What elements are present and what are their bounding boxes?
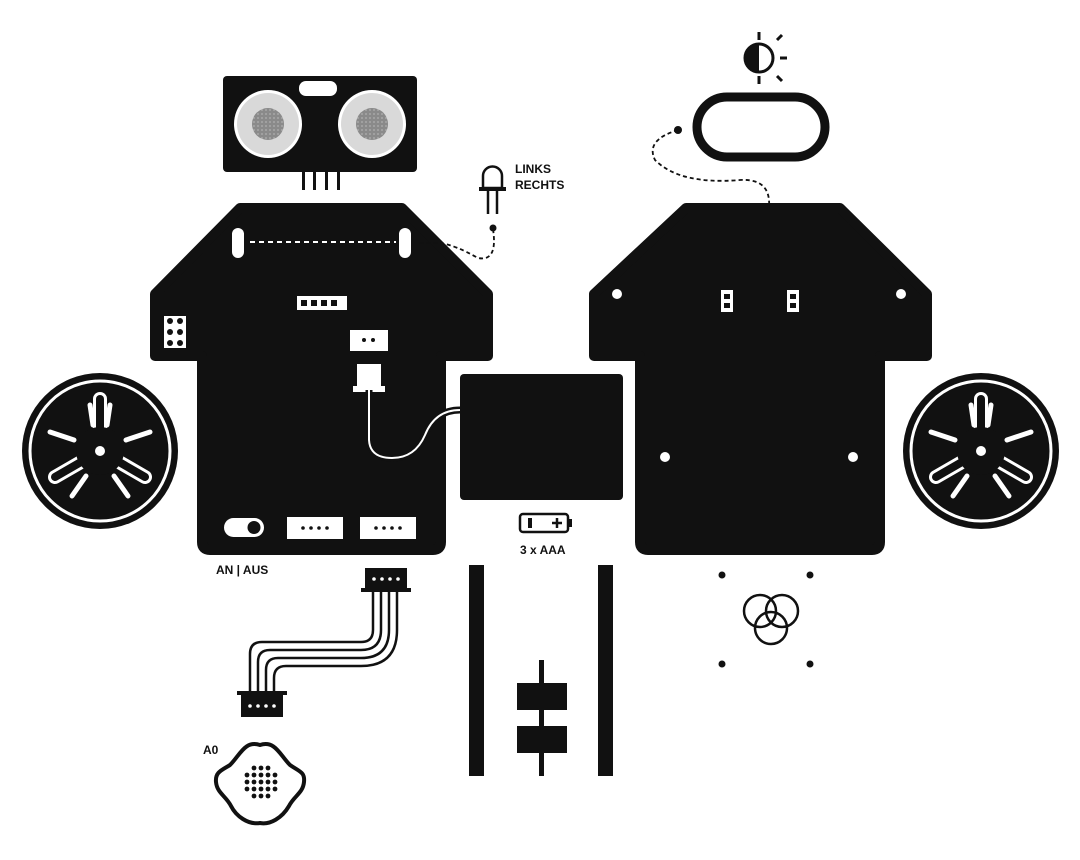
ultrasonic-sensor	[223, 76, 417, 190]
label-battery: 3 x AAA	[520, 543, 566, 557]
frame-rails	[469, 565, 613, 776]
label-power-switch: AN | AUS	[216, 563, 268, 577]
led-icon	[479, 165, 506, 214]
touch-sensor	[213, 742, 307, 826]
label-led-right: RECHTS	[515, 178, 564, 192]
wheel-icon	[903, 373, 1059, 529]
main-board	[150, 203, 493, 555]
battery-pack	[460, 374, 623, 500]
label-port: A0	[203, 743, 219, 757]
wheel-icon	[22, 373, 178, 529]
wheel-right	[903, 373, 1059, 529]
sensor-cable	[237, 568, 411, 717]
chassis-plate	[589, 203, 932, 555]
label-led-left: LINKS	[515, 162, 551, 176]
wheel-left	[22, 373, 178, 529]
light-sensor-icon	[743, 32, 787, 84]
light-sensor-ring	[692, 92, 830, 162]
battery-icon	[518, 512, 572, 534]
rgb-led-icon	[718, 571, 814, 668]
